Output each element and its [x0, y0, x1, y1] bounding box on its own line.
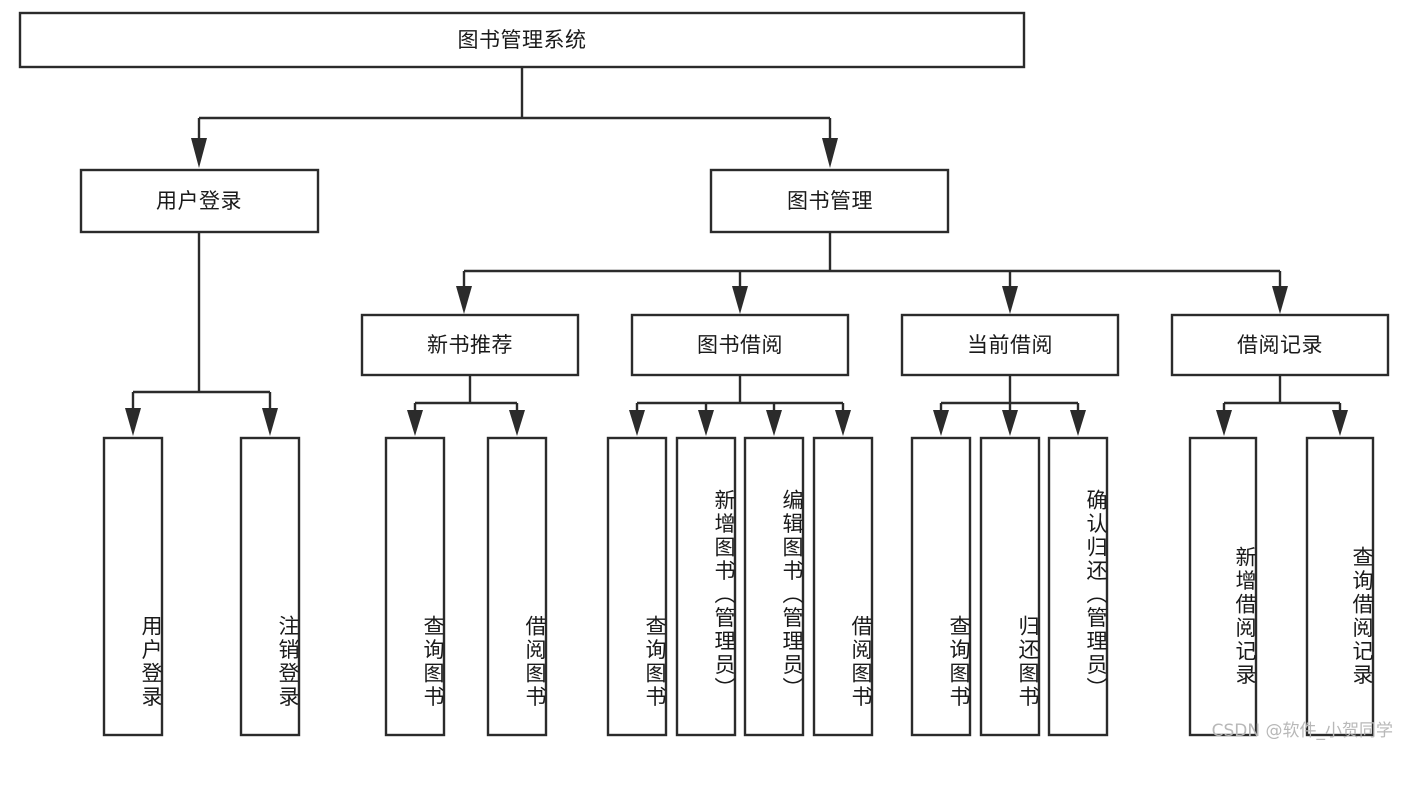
- node-borrow-record[interactable]: 借阅记录: [1170, 313, 1390, 377]
- node-box-leaf-return-book[interactable]: [979, 436, 1041, 737]
- node-box-current-borrow[interactable]: [900, 313, 1120, 377]
- arrow-head-leaf-query-book-3: [933, 410, 949, 436]
- csdn-watermark: CSDN @软件_小贺同学: [1211, 721, 1393, 741]
- node-box-leaf-edit-book[interactable]: [743, 436, 805, 737]
- arrow-head-leaf-borrow-book-1: [509, 410, 525, 436]
- node-box-new-book-recommend[interactable]: [360, 313, 580, 377]
- node-box-user-login[interactable]: [79, 168, 320, 234]
- node-book-borrow[interactable]: 图书借阅: [630, 313, 850, 377]
- arrow-head-borrow-record: [1272, 286, 1288, 314]
- connectors-userlogin-to-leaves: [125, 232, 278, 436]
- node-box-leaf-borrow-book-2[interactable]: [812, 436, 874, 737]
- arrow-head-leaf-borrow-book-2: [835, 410, 851, 436]
- node-box-leaf-logout[interactable]: [239, 436, 301, 737]
- connectors-currentborrow-to-leaves: [933, 375, 1086, 436]
- node-label-current-borrow: 当前借阅: [967, 333, 1053, 357]
- node-label-root-system: 图书管理系统: [458, 28, 587, 52]
- node-box-borrow-record[interactable]: [1170, 313, 1390, 377]
- node-user-login[interactable]: 用户登录: [79, 168, 320, 234]
- node-label-new-book-recommend: 新书推荐: [427, 333, 513, 357]
- node-box-leaf-query-book-2[interactable]: [606, 436, 668, 737]
- functional-structure-diagram: 图书管理系统 用户登录 图书管理 新书推荐 图书借阅 当前借阅 借阅记录: [18, 11, 1390, 737]
- arrow-head-leaf-confirm-return: [1070, 410, 1086, 436]
- diagram-canvas-container: 图书管理系统 用户登录 图书管理 新书推荐 图书借阅 当前借阅 借阅记录: [18, 11, 1393, 741]
- arrow-head-leaf-add-record: [1216, 410, 1232, 436]
- node-box-root-system[interactable]: [18, 11, 1026, 69]
- arrow-head-current-borrow: [1002, 286, 1018, 314]
- node-current-borrow[interactable]: 当前借阅: [900, 313, 1120, 377]
- connectors-borrowrecord-to-leaves: [1216, 375, 1348, 436]
- arrow-head-user-login: [191, 138, 207, 168]
- arrow-head-leaf-add-book: [698, 410, 714, 436]
- node-label-user-login: 用户登录: [156, 189, 242, 213]
- node-box-leaf-add-record[interactable]: [1188, 436, 1258, 737]
- arrow-head-leaf-return-book: [1002, 410, 1018, 436]
- arrow-head-leaf-logout: [262, 408, 278, 436]
- node-label-borrow-record: 借阅记录: [1237, 333, 1323, 357]
- node-box-book-borrow[interactable]: [630, 313, 850, 377]
- leaf-boxes: [102, 436, 1375, 737]
- node-box-leaf-query-book-3[interactable]: [910, 436, 972, 737]
- arrow-head-book-mgmt: [822, 138, 838, 168]
- arrow-head-new-book-rec: [456, 286, 472, 314]
- arrow-head-leaf-query-record: [1332, 410, 1348, 436]
- arrow-head-book-borrow: [732, 286, 748, 314]
- arrow-head-leaf-query-book-2: [629, 410, 645, 436]
- node-book-management[interactable]: 图书管理: [709, 168, 950, 234]
- node-box-leaf-borrow-book-1[interactable]: [486, 436, 548, 737]
- connectors-root-to-level2: [191, 67, 838, 168]
- node-box-leaf-confirm-return[interactable]: [1047, 436, 1109, 737]
- node-new-book-recommend[interactable]: 新书推荐: [360, 313, 580, 377]
- node-root-system[interactable]: 图书管理系统: [18, 11, 1026, 69]
- node-box-leaf-add-book[interactable]: [675, 436, 737, 737]
- arrow-head-leaf-edit-book: [766, 410, 782, 436]
- connectors-bookborrow-to-leaves: [629, 375, 851, 436]
- node-label-book-management: 图书管理: [787, 189, 873, 213]
- node-box-leaf-query-book-1[interactable]: [384, 436, 446, 737]
- connectors-bookmgmt-to-level3: [456, 232, 1288, 314]
- arrow-head-leaf-query-book-1: [407, 410, 423, 436]
- node-label-book-borrow: 图书借阅: [697, 333, 783, 357]
- connectors-newbookrec-to-leaves: [407, 375, 525, 436]
- node-box-leaf-user-login[interactable]: [102, 436, 164, 737]
- node-box-book-management[interactable]: [709, 168, 950, 234]
- arrow-head-leaf-user-login: [125, 408, 141, 436]
- node-box-leaf-query-record[interactable]: [1305, 436, 1375, 737]
